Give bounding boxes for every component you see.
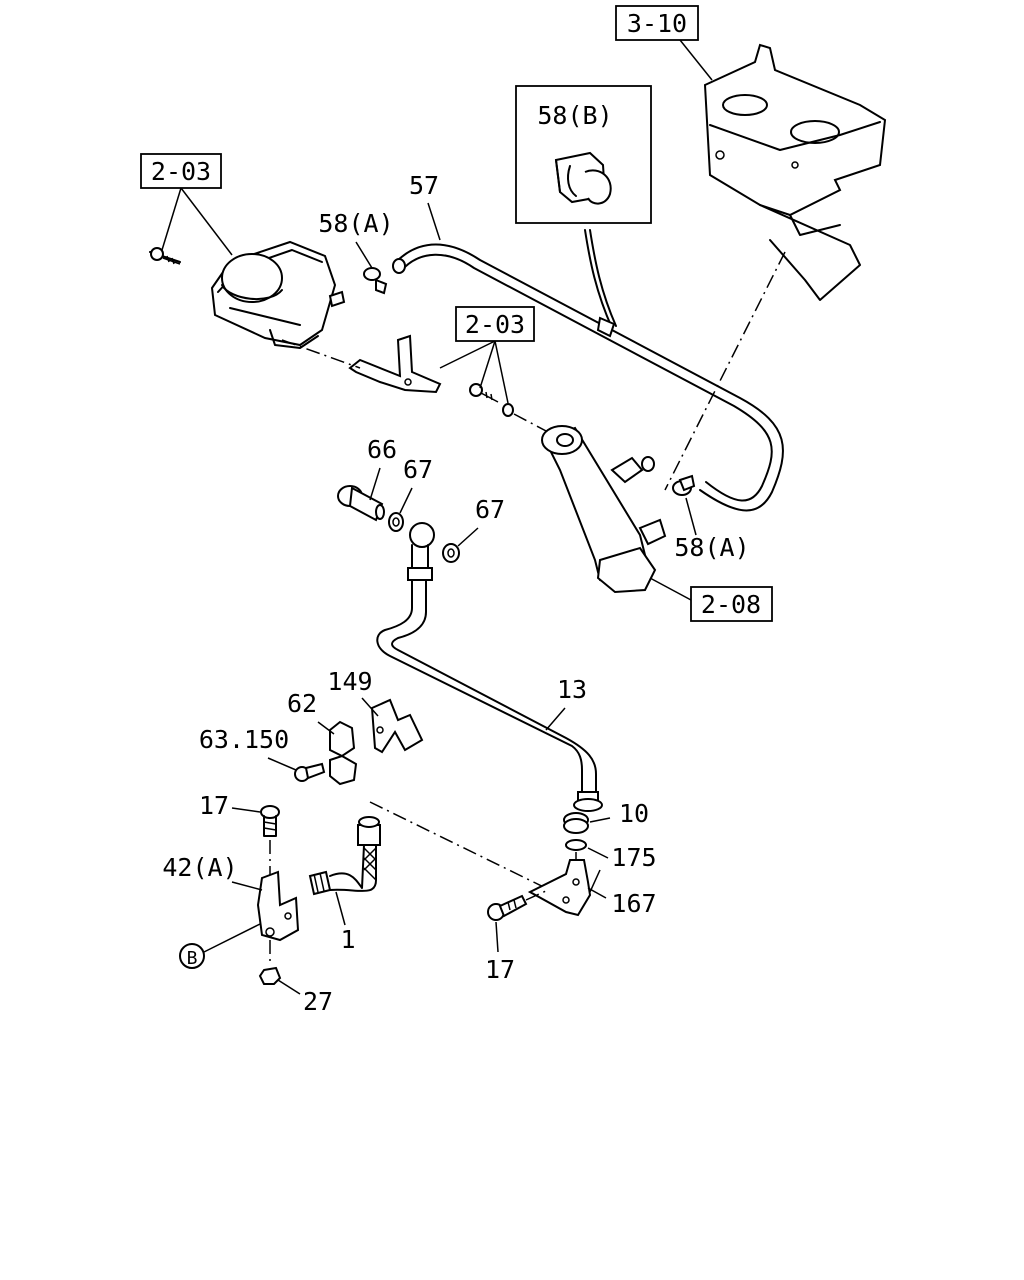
- label-67a: 67: [403, 455, 433, 484]
- label-63-150: 63.150: [199, 725, 289, 754]
- washer-175: [565, 839, 587, 851]
- nut-10: [563, 812, 589, 834]
- label-66: 66: [367, 435, 397, 464]
- ref-label-2-08: 2-08: [701, 590, 761, 619]
- label-175: 175: [611, 843, 656, 872]
- clip-58b-icon: [554, 151, 612, 205]
- clamp-58a-bottom: [672, 474, 696, 496]
- ref-label-2-03-bracket: 2-03: [465, 310, 525, 339]
- ref-box-2-08[interactable]: 2-08: [690, 586, 773, 622]
- label-58b: 58(B): [537, 101, 612, 130]
- clamp-58a-top: [363, 267, 388, 295]
- label-67b: 67: [475, 495, 505, 524]
- frame-bracket-3-10: [679, 39, 887, 301]
- hose-57: [392, 243, 784, 512]
- label-13: 13: [557, 675, 587, 704]
- bracket-42a: [256, 870, 300, 942]
- label-17-upper: 17: [199, 791, 229, 820]
- bracket-2-03: [348, 334, 442, 394]
- ref-box-2-03-reservoir[interactable]: 2-03: [140, 153, 222, 189]
- master-cylinder: [541, 425, 667, 594]
- label-57: 57: [409, 171, 439, 200]
- bolt-63-150: [294, 762, 326, 782]
- bolt-bracket: [469, 383, 514, 417]
- label-167: 167: [611, 889, 656, 918]
- leader-58b: [584, 229, 613, 329]
- ref-label-3-10: 3-10: [627, 9, 687, 38]
- washer-67b: [442, 543, 460, 563]
- bolt-17-upper: [260, 805, 280, 837]
- reservoir-cap-icon: [221, 253, 283, 303]
- label-17-lower: 17: [485, 955, 515, 984]
- label-1: 1: [340, 925, 355, 954]
- bolt-reservoir: [149, 247, 181, 265]
- nut-27: [258, 966, 282, 985]
- pipe-13: [376, 522, 603, 812]
- reservoir-tank: [210, 240, 346, 349]
- detail-box-58b: 58(B): [515, 85, 652, 224]
- bolt-17-lower: [487, 894, 528, 921]
- label-62: 62: [287, 689, 317, 718]
- bracket-149: [370, 698, 424, 754]
- hose-1: [308, 816, 381, 896]
- eye-bolt-66: [337, 485, 385, 522]
- ref-box-3-10[interactable]: 3-10: [615, 5, 699, 41]
- label-10: 10: [619, 799, 649, 828]
- washer-67a: [388, 512, 404, 532]
- bracket-167: [527, 859, 592, 917]
- marker-b: B: [179, 943, 205, 969]
- label-58a-bottom: 58(A): [674, 533, 749, 562]
- ref-label-2-03-reservoir: 2-03: [151, 157, 211, 186]
- label-27: 27: [303, 987, 333, 1016]
- label-149: 149: [327, 667, 372, 696]
- label-58a-top: 58(A): [318, 209, 393, 238]
- ref-box-2-03-bracket[interactable]: 2-03: [455, 306, 535, 342]
- label-42a: 42(A): [162, 853, 237, 882]
- clip-62: [329, 720, 358, 786]
- svg-text:B: B: [187, 948, 198, 969]
